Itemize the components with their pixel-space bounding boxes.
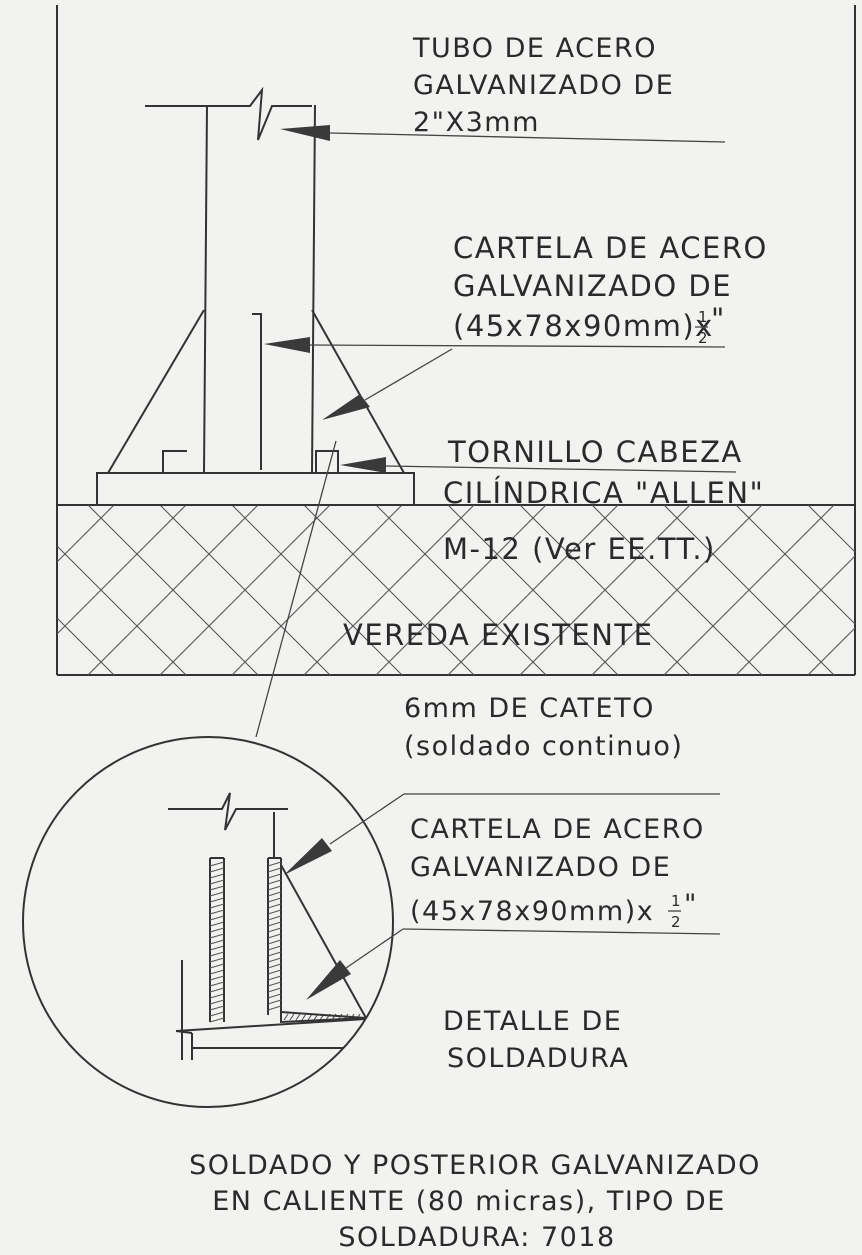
label-bolt: TORNILLO CABEZA CILÍNDRICA "ALLEN" M-12 … [443,435,764,566]
gusset-detail-line-2: GALVANIZADO DE [410,852,671,883]
tube-line-3: 2"X3mm [413,107,540,138]
gusset-top-frac-num: 1 [698,308,708,326]
bolt-line-3: M-12 (Ver EE.TT.) [443,532,716,566]
note-line-1: SOLDADO Y POSTERIOR GALVANIZADO [189,1150,761,1181]
detail-line-2: SOLDADURA [447,1043,629,1074]
bolt-line-1: TORNILLO CABEZA [447,435,743,469]
frame [56,5,856,676]
gusset-top-line-1: CARTELA DE ACERO [453,231,768,265]
gusset-top-frac-den: 2 [698,329,708,347]
tube-line-2: GALVANIZADO DE [413,70,674,101]
detail-callout [22,440,394,1108]
label-weld-leg: 6mm DE CATETO (soldado continuo) [404,693,683,762]
leader-lines [264,125,737,1000]
note-line-2: EN CALIENTE (80 micras), TIPO DE [212,1186,726,1217]
bolt-line-2: CILÍNDRICA "ALLEN" [443,476,764,510]
detail-line-1: DETALLE DE [443,1006,622,1037]
steel-tube [145,86,316,474]
label-weld-detail: DETALLE DE SOLDADURA [443,1006,629,1074]
gusset-detail-line-3: (45x78x90mm)x [410,896,654,927]
gusset-top-line-3: (45x78x90mm)x [453,309,714,343]
label-gusset-detail: CARTELA DE ACERO GALVANIZADO DE (45x78x9… [410,814,705,931]
label-existing-sidewalk: VEREDA EXISTENTE [343,618,653,652]
weld-leg-line-2: (soldado continuo) [404,731,683,762]
label-gusset-top: CARTELA DE ACERO GALVANIZADO DE (45x78x9… [453,231,768,347]
gusset-detail-frac-den: 2 [671,913,681,931]
base-plate [96,472,415,506]
gusset-top-inch: " [711,302,726,336]
note-line-3: SOLDADURA: 7018 [338,1222,615,1253]
weld-detail [168,792,383,1060]
label-steel-tube: TUBO DE ACERO GALVANIZADO DE 2"X3mm [412,33,674,138]
existing-sidewalk-ground [57,504,855,675]
gusset-detail-line-1: CARTELA DE ACERO [410,814,705,845]
gusset-plates [107,309,405,474]
tube-line-1: TUBO DE ACERO [412,33,657,64]
gusset-top-line-2: GALVANIZADO DE [453,269,732,303]
gusset-detail-inch: " [684,889,698,920]
gusset-detail-frac-num: 1 [671,892,681,910]
weld-leg-line-1: 6mm DE CATETO [404,693,655,724]
welding-note: SOLDADO Y POSTERIOR GALVANIZADO EN CALIE… [189,1150,761,1253]
